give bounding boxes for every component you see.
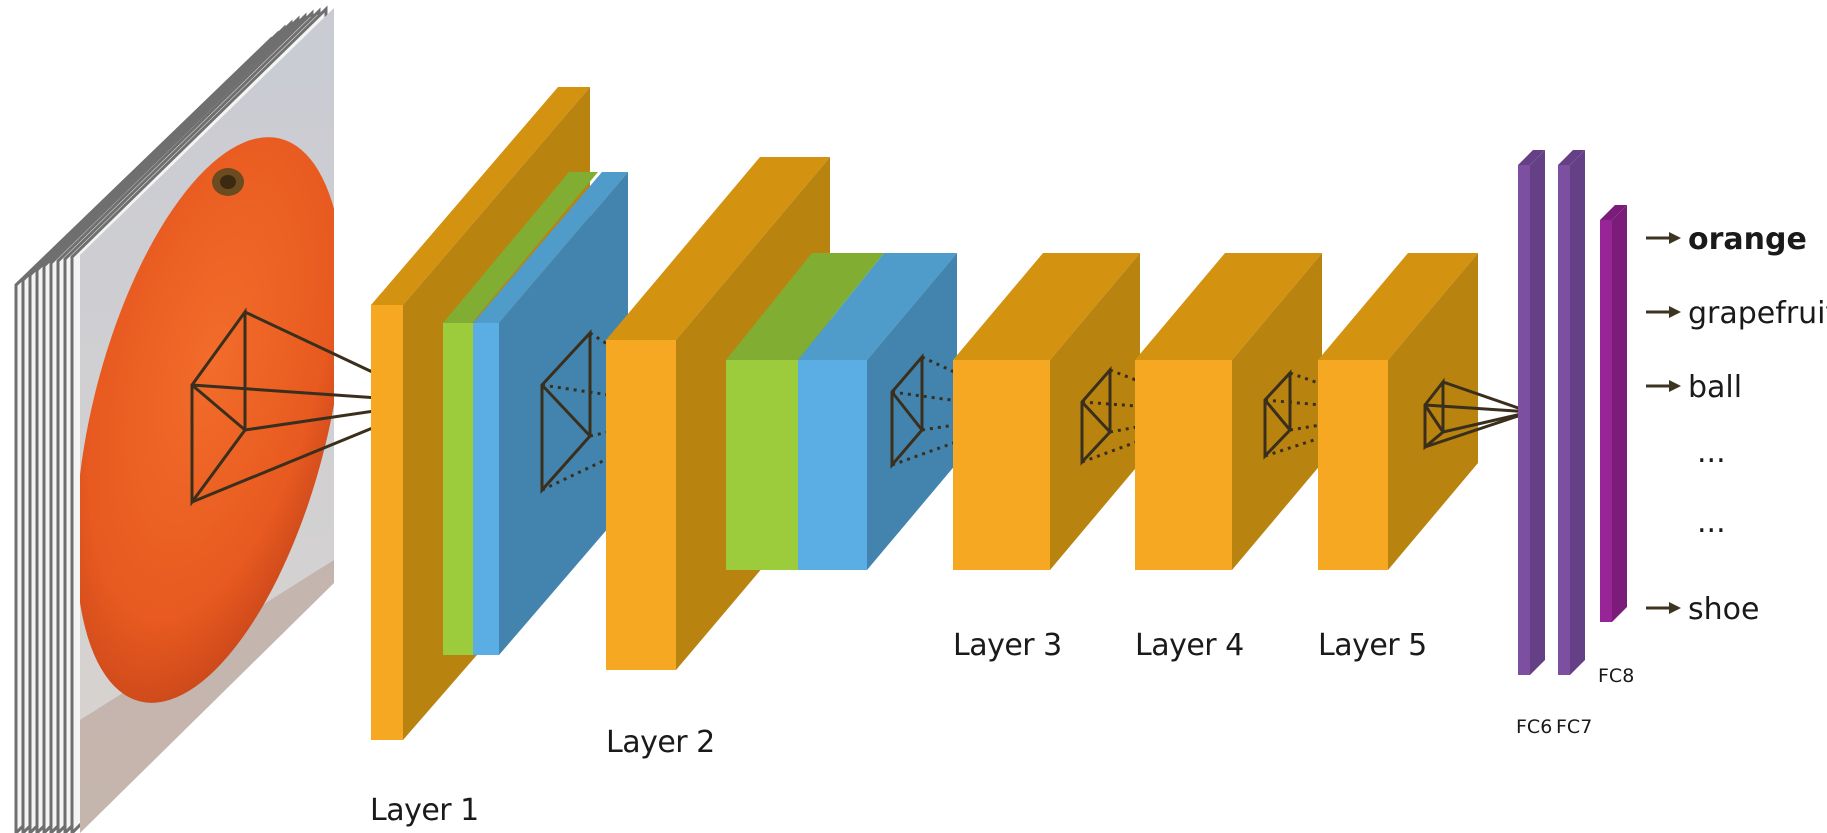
fc6-label: FC6	[1516, 716, 1552, 738]
fc7-label: FC7	[1556, 716, 1592, 738]
fc8-layer	[1600, 205, 1627, 622]
layer-4-block	[1135, 253, 1322, 570]
fc6-layer	[1518, 150, 1545, 675]
layer-2-label: Layer 2	[606, 725, 715, 760]
fc8-label: FC8	[1598, 665, 1634, 687]
output-item: ball	[1646, 370, 1742, 405]
layer-3-label: Layer 3	[953, 628, 1062, 663]
output-label-shoe: shoe	[1688, 592, 1759, 627]
layer-1-label: Layer 1	[370, 793, 479, 828]
layer-5-block	[1318, 253, 1478, 570]
layer1-receptive-field-icon	[540, 329, 711, 494]
layer-5-label: Layer 5	[1318, 628, 1427, 663]
output-item: shoe	[1646, 592, 1759, 627]
output-item: grapefruit	[1646, 296, 1827, 331]
layer-2-block	[606, 157, 957, 670]
layer5-receptive-field-icon	[1423, 377, 1531, 451]
input-image	[14, 5, 437, 833]
output-label-orange: orange	[1688, 222, 1807, 257]
fc7-layer	[1558, 150, 1585, 675]
layer-4-label: Layer 4	[1135, 628, 1244, 663]
output-list: orange grapefruit ball ... ... shoe	[1646, 222, 1827, 627]
output-label-ball: ball	[1688, 370, 1742, 405]
output-ellipsis: ...	[1697, 505, 1726, 540]
output-ellipsis: ...	[1697, 435, 1726, 470]
layer-1-block	[371, 87, 628, 740]
output-item: orange	[1646, 222, 1807, 257]
output-label-grapefruit: grapefruit	[1688, 296, 1827, 331]
layer-3-block	[953, 253, 1140, 570]
